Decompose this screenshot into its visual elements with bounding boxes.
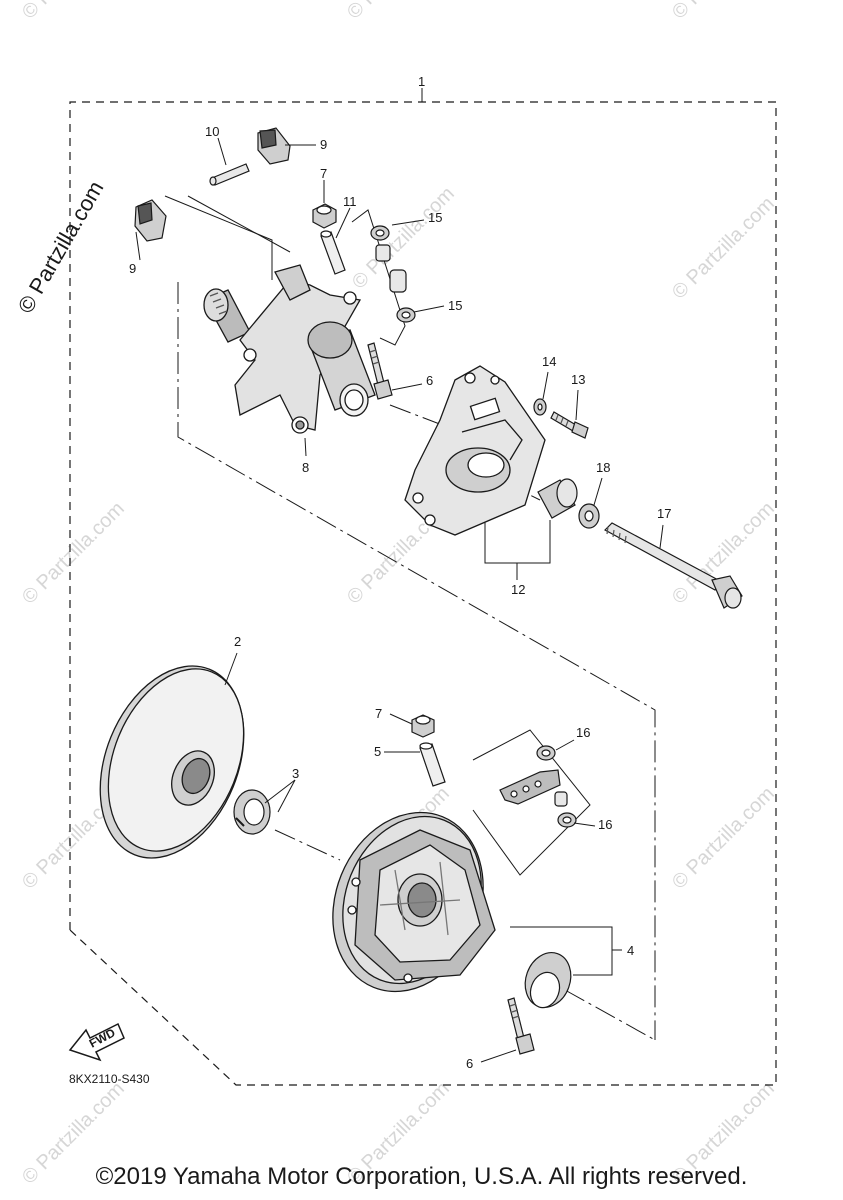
callout-16-upper: 16 — [576, 725, 590, 740]
callout-7-lower: 7 — [375, 706, 382, 721]
callout-4: 4 — [627, 943, 634, 958]
assembly-boundary — [69, 101, 777, 1086]
part-7-nut-upper — [312, 203, 337, 229]
callout-5: 5 — [374, 744, 381, 759]
callout-18: 18 — [596, 460, 610, 475]
part-13-bolt — [550, 411, 589, 439]
callout-labels: 1 10 9 9 7 11 15 15 6 8 14 13 18 17 12 2… — [129, 74, 671, 1071]
callout-14: 14 — [542, 354, 556, 369]
part-17-bolt — [604, 522, 743, 609]
callout-3: 3 — [292, 766, 299, 781]
part-2-sheave — [99, 665, 245, 859]
callout-7-upper: 7 — [320, 166, 327, 181]
part-15-washers — [370, 225, 416, 323]
callout-6-lower: 6 — [466, 1056, 473, 1071]
watermark: © Partzilla.com — [343, 0, 454, 24]
callout-16-lower: 16 — [598, 817, 612, 832]
callout-9-left: 9 — [129, 261, 136, 276]
diagram-code: 8KX2110-S430 — [69, 1072, 150, 1086]
callout-13: 13 — [571, 372, 585, 387]
part-12-cover — [404, 365, 546, 536]
group-brackets — [164, 195, 613, 976]
callout-10: 10 — [205, 124, 219, 139]
callout-2: 2 — [234, 634, 241, 649]
leader-lines — [135, 137, 664, 1063]
fwd-arrow-icon: FWD — [68, 1022, 125, 1062]
callout-9-upper: 9 — [320, 137, 327, 152]
part-14-washer — [533, 398, 547, 416]
part-5-sleeve — [419, 742, 446, 787]
part-16-washers — [499, 745, 577, 828]
part-3-bushing — [233, 789, 271, 835]
callout-15-upper: 15 — [428, 210, 442, 225]
part-11-sleeve — [320, 230, 346, 275]
brand-watermark: © Partzilla.com — [13, 177, 109, 318]
part-7-nut-lower — [411, 714, 435, 738]
callout-12: 12 — [511, 582, 525, 597]
part-8-spider — [203, 264, 376, 434]
part-12-bushing — [537, 478, 578, 519]
callout-11: 11 — [343, 194, 357, 209]
part-6-bolt-lower — [507, 997, 535, 1055]
callout-1: 1 — [418, 74, 425, 89]
watermark: © Partzilla.com — [668, 783, 779, 894]
watermark: © Partzilla.com — [668, 193, 779, 304]
part-6-bolt-upper — [367, 342, 393, 400]
watermark: © Partzilla.com — [668, 0, 779, 24]
callout-15-lower: 15 — [448, 298, 462, 313]
watermark-layer: © Partzilla.com © Partzilla.com © Partzi… — [18, 0, 779, 1189]
callout-8: 8 — [302, 460, 309, 475]
part-18-washer — [578, 503, 600, 529]
part-4-movable-sheave — [332, 811, 496, 993]
part-9-clip-upper — [257, 127, 291, 165]
part-9-clip-left — [134, 199, 167, 242]
part-10-pin — [209, 163, 250, 186]
callout-6-upper: 6 — [426, 373, 433, 388]
watermark: © Partzilla.com — [18, 0, 129, 24]
copyright-notice: ©2019 Yamaha Motor Corporation, U.S.A. A… — [95, 1163, 748, 1190]
callout-17: 17 — [657, 506, 671, 521]
part-4-ring — [524, 952, 572, 1009]
watermark: © Partzilla.com — [18, 498, 129, 609]
